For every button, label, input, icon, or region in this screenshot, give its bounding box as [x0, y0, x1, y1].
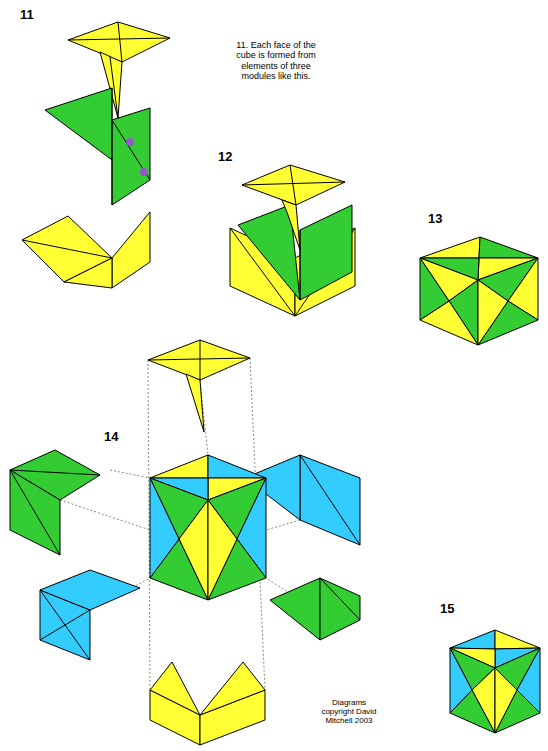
module-assembly	[230, 165, 355, 316]
instruction-note: 11. Each face of the cube is formed from…	[226, 40, 326, 81]
figure-number: 11	[20, 8, 34, 23]
figure-number: 12	[218, 150, 232, 165]
figure-number: 15	[440, 602, 454, 617]
module-exploded	[22, 22, 170, 288]
guide-lines	[60, 358, 300, 690]
copyright-note: Diagrams copyright David Mitchell 2003	[318, 698, 380, 726]
exploded-cube	[10, 340, 360, 745]
figure-number: 14	[104, 430, 118, 445]
cube-two-colour	[420, 237, 538, 345]
figure-number: 13	[428, 212, 442, 227]
cube-three-colour	[450, 630, 540, 733]
